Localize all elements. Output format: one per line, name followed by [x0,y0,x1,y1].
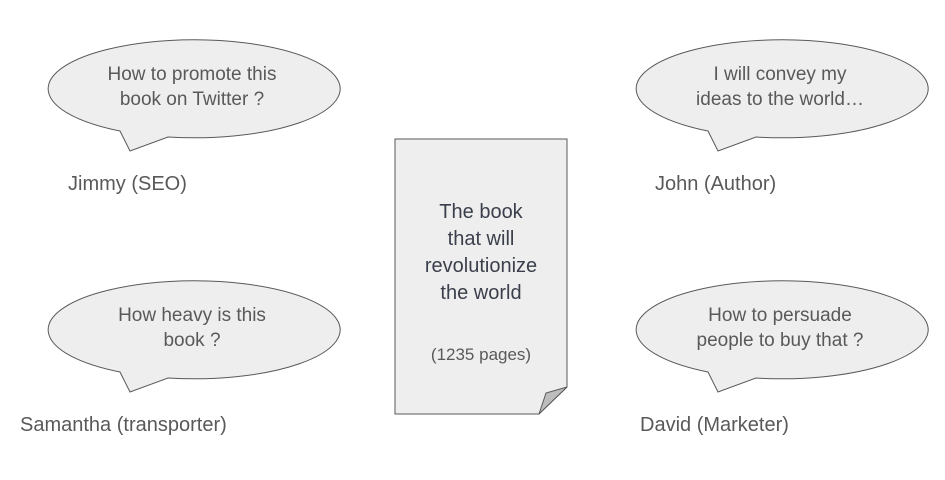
person-label-john: John (Author) [655,173,777,195]
quote-john: I will convey my ideas to the world… [696,64,864,110]
person-label-david: David (Marketer) [640,414,789,436]
book-page-count: (1235 pages) [430,345,532,364]
book-fold-corner [538,386,568,415]
speech-bubble-david [635,280,929,393]
quote-david: How to persuade people to buy that ? [696,305,864,351]
quote-samantha: How heavy is this book ? [118,305,266,351]
person-label-jimmy: Jimmy (SEO) [68,173,187,195]
speech-bubble-john [635,39,929,152]
quote-jimmy: How to promote this book on Twitter ? [107,64,277,110]
book-title: The book that will revolutionize the wor… [424,201,538,304]
speech-bubble-jimmy [47,39,341,152]
person-label-samantha: Samantha (transporter) [20,414,227,436]
speech-bubble-samantha [47,280,341,393]
